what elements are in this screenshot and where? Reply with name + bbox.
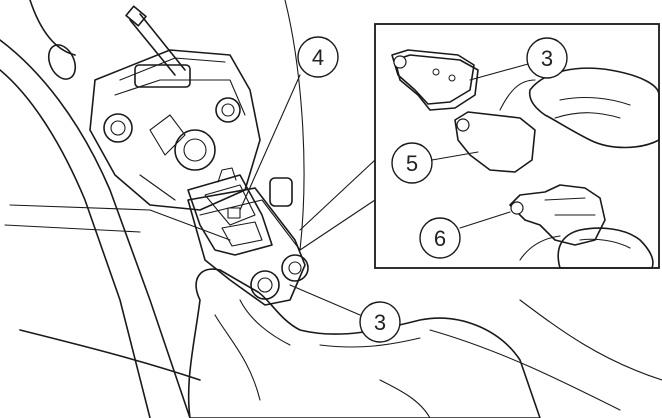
- inset-pad-3: [391, 49, 479, 111]
- callout-4-label: 4: [312, 45, 324, 70]
- brake-pads-main: [187, 187, 309, 306]
- callout-3-main: 3: [289, 284, 401, 343]
- callout-4-main: 4: [239, 36, 339, 211]
- hand-main: [187, 268, 541, 418]
- inset-pad-5: [454, 111, 536, 173]
- callout-6-inset: 6: [419, 211, 511, 259]
- callout-3-main-label: 3: [374, 310, 386, 335]
- inset-hand-top: [499, 67, 660, 149]
- inset-hand-bottom: [519, 227, 654, 269]
- callout-6-inset-label: 6: [434, 226, 446, 251]
- callout-5-inset: 5: [391, 142, 479, 184]
- callout-3-inset-label: 3: [541, 46, 553, 71]
- brake-caliper: [89, 49, 293, 211]
- inset-part-6: [509, 184, 606, 246]
- callout-5-inset-label: 5: [406, 151, 418, 176]
- spring-clip: [187, 167, 273, 256]
- callout-3-inset: 3: [469, 37, 568, 81]
- brake-hose: [29, 0, 186, 80]
